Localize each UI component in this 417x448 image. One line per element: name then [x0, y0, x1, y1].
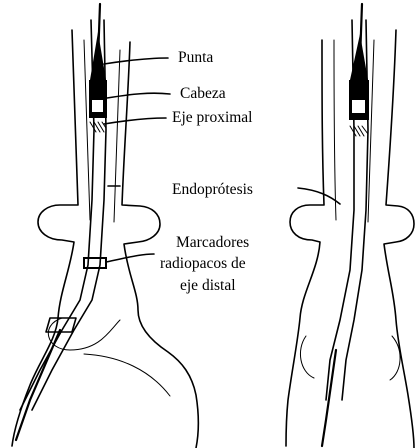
label-proximal-shaft: Eje proximal [172, 109, 253, 126]
head-leader [107, 93, 170, 98]
left-head [89, 80, 107, 118]
proximal-shaft-leader [104, 118, 166, 124]
label-markers-line1: Marcadores [176, 234, 249, 251]
left-sinus [48, 318, 170, 396]
labels: Punta Cabeza Eje proximal Endoprótesis M… [160, 49, 253, 294]
markers-leader [106, 254, 154, 262]
right-illustration [286, 4, 414, 448]
label-tip: Punta [178, 49, 213, 66]
label-markers-line3: eje distal [180, 277, 236, 294]
tip-leader [104, 58, 168, 64]
right-proximal-shaft [350, 126, 368, 136]
label-stent: Endoprótesis [172, 181, 253, 198]
left-guidewire [16, 4, 100, 440]
label-markers-line2: radiopacos de [160, 255, 246, 272]
left-illustration [12, 4, 198, 448]
label-head: Cabeza [180, 85, 226, 102]
